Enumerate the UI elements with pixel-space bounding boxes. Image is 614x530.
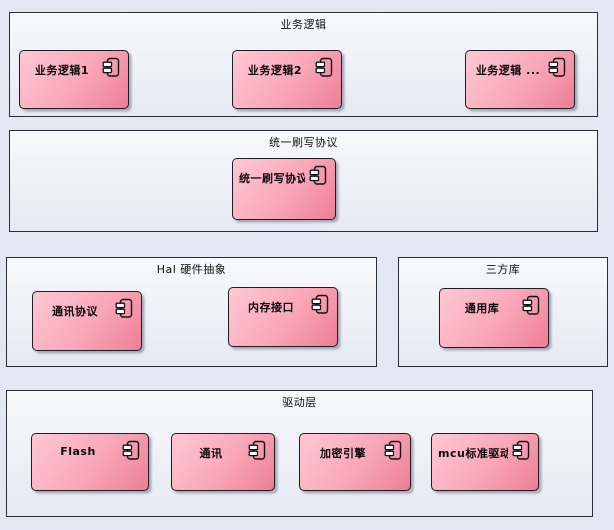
component-mcu-standard-driver[interactable]: mcu标准驱动 (431, 433, 539, 491)
uml-component-icon (102, 57, 120, 78)
component-label: 通讯 (199, 447, 223, 460)
component-business-logic-1[interactable]: 业务逻辑1 (19, 50, 129, 109)
package-title: 驱动层 (282, 396, 317, 409)
component-label: 通讯协议 (52, 305, 98, 318)
uml-component-icon (315, 57, 333, 78)
uml-component-icon (512, 440, 530, 461)
package-title: 业务逻辑 (280, 18, 327, 31)
uml-component-icon (384, 440, 402, 461)
component-comm-protocol[interactable]: 通讯协议 (32, 291, 142, 351)
component-business-logic-2[interactable]: 业务逻辑2 (232, 50, 342, 109)
package-unified-flash-protocol[interactable]: 统一刷写协议 统一刷写协议 (9, 130, 598, 232)
uml-component-icon (522, 295, 540, 316)
uml-component-icon (248, 440, 266, 461)
uml-component-icon (311, 294, 329, 315)
package-title: 统一刷写协议 (269, 136, 338, 149)
component-label: 业务逻辑1 (34, 64, 90, 77)
component-label: Flash (60, 445, 96, 458)
component-label: 加密引擎 (320, 447, 366, 460)
component-common-lib[interactable]: 通用库 (439, 288, 549, 348)
uml-component-icon (548, 57, 566, 78)
package-title: Hal 硬件抽象 (156, 263, 227, 276)
uml-component-icon (309, 165, 327, 186)
package-business-logic[interactable]: 业务逻辑 业务逻辑1 业务逻辑2 业务逻辑 .. (9, 12, 598, 117)
component-label: 统一刷写协议 (239, 172, 305, 185)
component-memory-interface[interactable]: 内存接口 (228, 287, 338, 347)
component-label: 通用库 (464, 302, 500, 315)
package-third-party-lib[interactable]: 三方库 通用库 (398, 257, 608, 367)
component-business-logic-more[interactable]: 业务逻辑 ... (465, 50, 575, 109)
package-hal-abstraction[interactable]: Hal 硬件抽象 通讯协议 内存接口 (6, 257, 377, 367)
component-crypto-engine[interactable]: 加密引擎 (299, 433, 411, 491)
component-unified-flash-protocol[interactable]: 统一刷写协议 (232, 158, 336, 220)
uml-component-icon (122, 440, 140, 461)
package-title: 三方库 (485, 263, 521, 276)
component-comm-driver[interactable]: 通讯 (171, 433, 275, 491)
component-flash-driver[interactable]: Flash (31, 433, 149, 491)
uml-component-icon (115, 298, 133, 319)
package-driver-layer[interactable]: 驱动层 Flash 通讯 加密引擎 (6, 390, 593, 517)
component-label: mcu标准驱动 (438, 447, 508, 460)
component-label: 内存接口 (248, 301, 294, 314)
component-label: 业务逻辑 ... (475, 64, 541, 77)
component-label: 业务逻辑2 (247, 64, 303, 77)
